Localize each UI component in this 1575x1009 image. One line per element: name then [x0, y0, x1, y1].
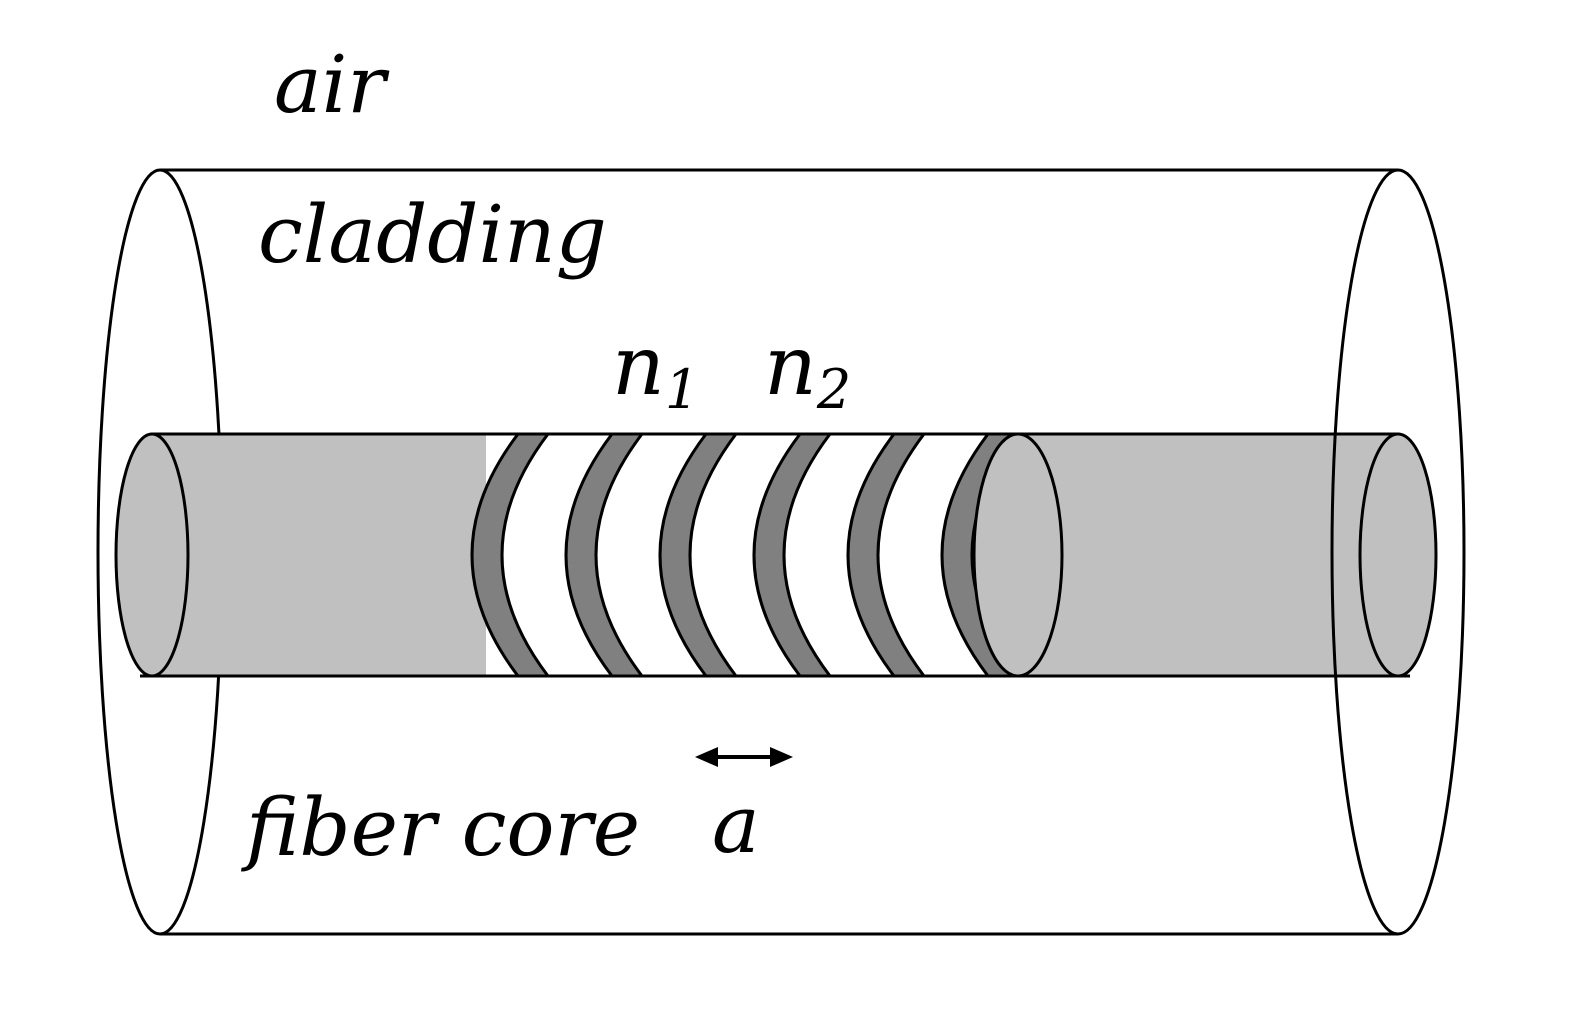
cladding-right-end — [1330, 168, 1466, 936]
n1-base: n — [612, 319, 665, 414]
core-right-section — [972, 432, 1438, 678]
n2-base: n — [764, 319, 817, 414]
core-left-end — [114, 432, 190, 678]
n1-subscript: 1 — [665, 358, 699, 421]
bragg-grating — [470, 432, 1022, 678]
cladding-label: cladding — [258, 188, 607, 281]
n1-label: n1 — [612, 319, 699, 421]
core-outline — [140, 432, 1410, 678]
n2-label: n2 — [764, 319, 851, 421]
fiber-core-label: fiber core — [241, 781, 640, 874]
core-right-end — [1358, 432, 1438, 678]
n2-subscript: 2 — [816, 358, 851, 421]
period-label: a — [712, 778, 760, 871]
core-grating-exit-face — [972, 432, 1064, 678]
core-left-section — [114, 432, 532, 678]
period-arrow — [695, 746, 793, 768]
air-label: air — [274, 38, 390, 131]
